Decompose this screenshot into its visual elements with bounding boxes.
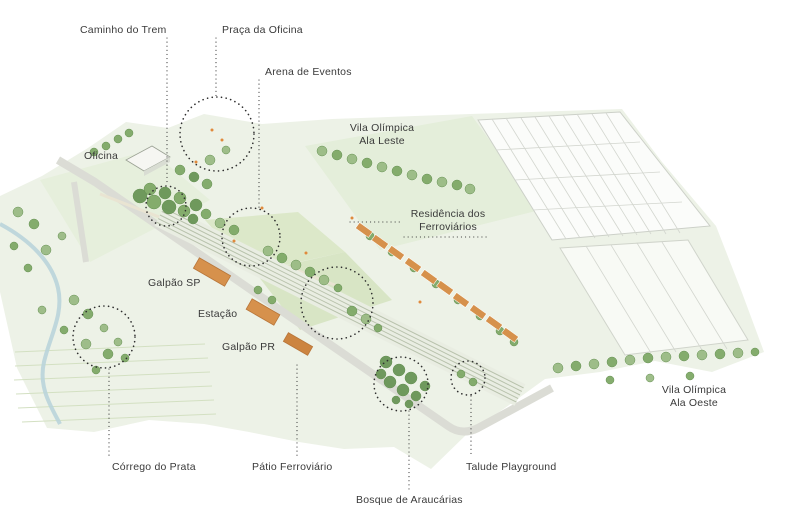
label-galpao-sp: Galpão SP: [148, 277, 201, 289]
oficina-building: [125, 145, 171, 176]
galpao-sp-building: [192, 257, 232, 287]
residencia-houses: [355, 222, 519, 343]
parcel-grid-east: [559, 239, 749, 356]
label-oficina: Oficina: [84, 150, 119, 162]
label-talude-playground: Talude Playground: [466, 461, 557, 473]
label-arena-de-eventos: Arena de Eventos: [265, 66, 352, 78]
zone-talude-playground: [450, 360, 486, 396]
label-line: Vila Olímpica: [349, 122, 415, 134]
zone-arena-de-eventos: [221, 207, 281, 267]
annotation-circles: [72, 96, 486, 412]
zone-praca-da-oficina: [179, 96, 255, 172]
field-lines: [13, 343, 217, 423]
label-line: Ala Oeste: [670, 397, 718, 409]
label-line: Ala Leste: [359, 135, 405, 147]
zone-bosque-de-araucarias: [373, 356, 429, 412]
rail-corridor: [154, 204, 526, 406]
site-accents: [194, 128, 422, 304]
buildings: [125, 128, 519, 356]
zone-corrego-do-prata: [72, 305, 136, 369]
stream: [0, 222, 62, 425]
leader-lines: [108, 37, 489, 491]
label-corrego-do-prata: Córrego do Prata: [112, 461, 196, 473]
label-galpao-pr: Galpão PR: [222, 341, 276, 353]
label-vila-olimpica-ala-oeste: Vila Olímpica Ala Oeste: [646, 384, 742, 410]
label-bosque-de-araucarias: Bosque de Araucárias: [356, 494, 463, 506]
label-caminho-do-trem: Caminho do Trem: [80, 24, 167, 36]
tree-canopy: [9, 128, 760, 409]
label-residencia-dos-ferroviarios: Residência dos Ferroviários: [400, 208, 496, 234]
label-line: Residência dos: [410, 208, 486, 220]
label-patio-ferroviario: Pátio Ferroviário: [252, 461, 333, 473]
zone-caminho-do-trem: [145, 185, 187, 227]
label-line: Vila Olímpica: [661, 384, 727, 396]
parcel-grid-north: [477, 111, 711, 241]
galpao-pr-building: [282, 332, 314, 356]
label-praca-da-oficina: Praça da Oficina: [222, 24, 303, 36]
zone-patio-ferroviario: [300, 266, 374, 340]
estacao-building: [245, 298, 281, 326]
label-vila-olimpica-ala-leste: Vila Olímpica Ala Leste: [332, 122, 432, 148]
label-line: Ferroviários: [419, 221, 477, 233]
label-estacao: Estação: [198, 308, 238, 320]
